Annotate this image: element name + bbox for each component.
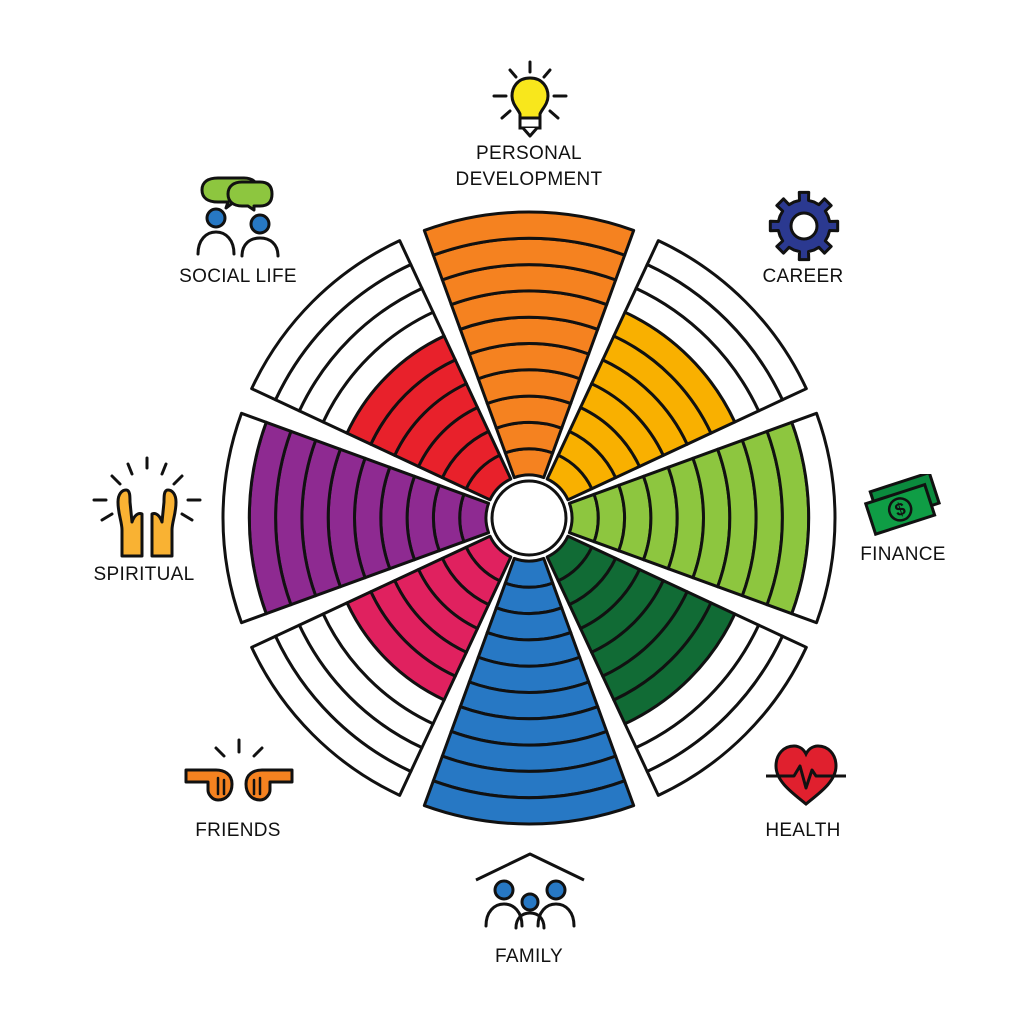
label-career: CAREER <box>762 266 844 287</box>
filled-ring-band <box>494 420 564 455</box>
filled-ring-band <box>567 492 600 544</box>
empty-ring-band <box>645 239 808 402</box>
segment-finance <box>567 411 837 625</box>
filled-ring-band <box>422 779 636 826</box>
filled-ring-band <box>422 210 636 257</box>
fist-bump-icon <box>184 738 294 802</box>
segment-personal-development <box>422 210 636 480</box>
empty-ring-band <box>221 411 268 625</box>
label-friends: FRIENDS <box>195 820 281 841</box>
family-icon <box>475 852 585 930</box>
empty-ring-band <box>250 239 413 402</box>
filled-ring-band <box>431 483 466 553</box>
wheel <box>221 210 837 826</box>
segment-friends <box>250 534 513 797</box>
empty-ring-band <box>250 634 413 797</box>
segment-career <box>545 239 808 502</box>
filled-ring-band <box>503 556 555 589</box>
gear-icon <box>768 190 840 262</box>
empty-ring-band <box>790 411 837 625</box>
empty-ring-band <box>645 634 808 797</box>
label-health: HEALTH <box>765 820 841 841</box>
label-family: FAMILY <box>495 946 563 967</box>
segment-social-life <box>250 239 513 502</box>
filled-ring-band <box>503 447 555 480</box>
segment-family <box>422 556 636 826</box>
lightbulb-icon <box>492 60 568 138</box>
praying-hands-icon <box>92 456 202 558</box>
label-personal-development: PERSONAL DEVELOPMENT <box>455 143 603 190</box>
filled-ring-band <box>494 581 564 616</box>
filled-ring-band <box>592 483 627 553</box>
heart-icon <box>766 744 846 806</box>
segment-health <box>545 534 808 797</box>
label-social-life: SOCIAL LIFE <box>179 266 297 287</box>
money-icon: $ <box>863 474 942 536</box>
wheel-hub <box>490 479 568 557</box>
filled-ring-band <box>458 492 491 544</box>
chat-people-icon <box>196 176 280 258</box>
label-spiritual: SPIRITUAL <box>93 564 195 585</box>
label-finance: FINANCE <box>860 544 946 565</box>
segment-spiritual <box>221 411 491 625</box>
